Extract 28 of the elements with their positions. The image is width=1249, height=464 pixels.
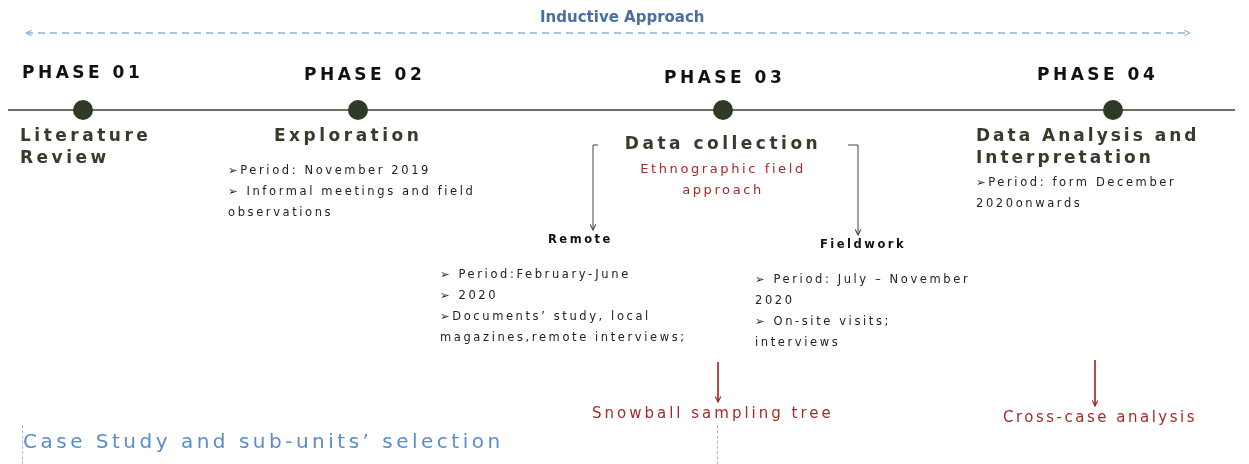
bullet-text: ➢ 2020 <box>440 287 500 304</box>
phase-label: PHASE 02 <box>304 64 426 84</box>
bullet-text: ➢Period: November 2019 <box>228 162 432 179</box>
bullet-text: ➢ Period: July – November 2020 <box>755 271 972 309</box>
bracket-frame <box>22 425 718 464</box>
bullet-text: ➢ On-site visits; interviews <box>755 313 892 351</box>
section-heading: Data collection <box>624 132 822 154</box>
section-heading: Case Study and sub-units’ selection <box>23 429 504 453</box>
axis-title: Inductive Approach <box>540 8 705 26</box>
section-heading: Data Analysis and Interpretation <box>976 124 1201 168</box>
section-heading: Exploration <box>274 124 423 146</box>
result-text: Snowball sampling tree <box>592 404 834 422</box>
arrow <box>714 361 722 403</box>
arrow <box>847 144 862 236</box>
column-heading: Fieldwork <box>820 237 907 251</box>
bullet-text: ➢ Informal meetings and field observations <box>228 183 477 221</box>
phase-label: PHASE 03 <box>664 67 786 87</box>
phase-label: PHASE 04 <box>1037 64 1159 84</box>
column-heading: Remote <box>548 232 613 246</box>
section-heading: Literature Review <box>20 124 153 168</box>
result-text: Cross-case analysis <box>1003 408 1197 426</box>
phase-label: PHASE 01 <box>22 62 144 82</box>
note-text: Ethnographic field approach <box>639 160 807 199</box>
arrow <box>589 144 599 231</box>
bullet-text: ➢Period: form December 2020onwards <box>976 174 1178 212</box>
arrow <box>1091 359 1099 407</box>
bullet-text: ➢Documents’ study, local magazines,remote interviews; <box>440 308 688 346</box>
bullet-text: ➢ Period:February-June <box>440 266 632 283</box>
